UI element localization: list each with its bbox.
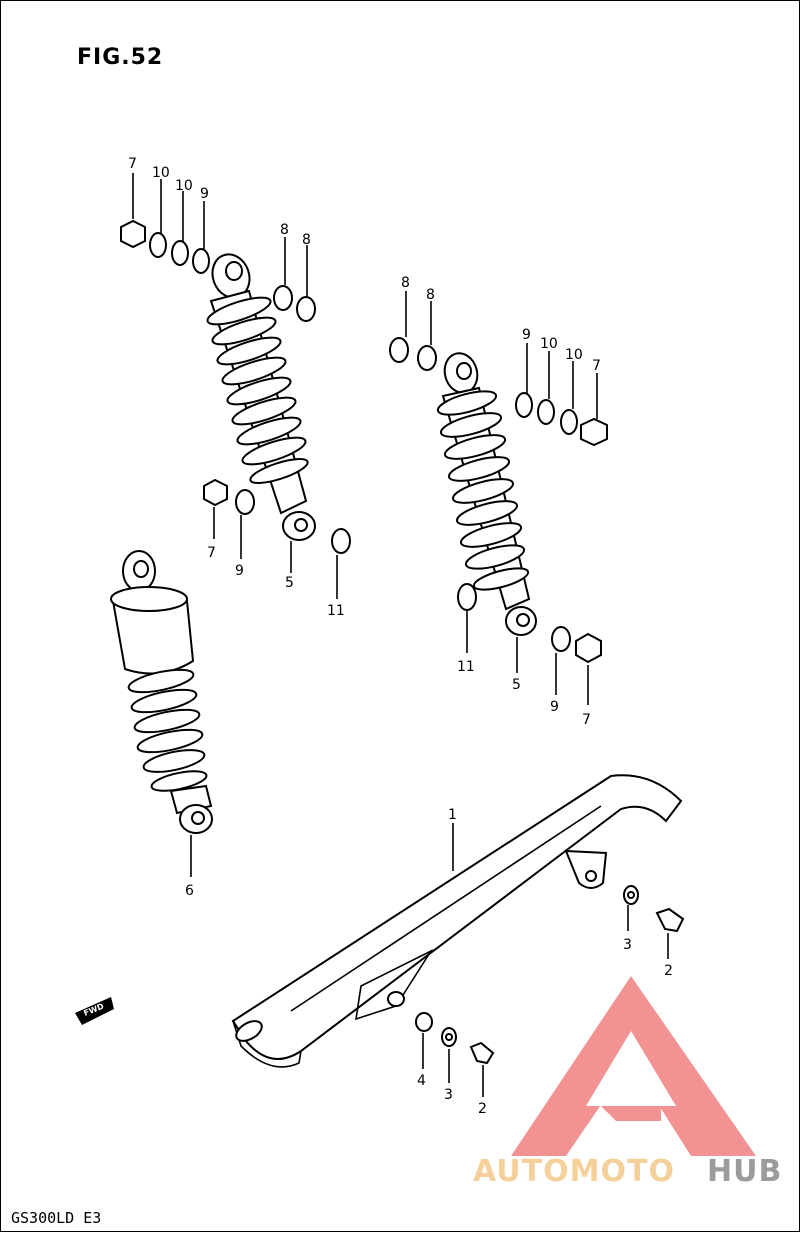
callout-6: 6 bbox=[185, 883, 194, 899]
callout-2: 2 bbox=[664, 963, 673, 979]
callout-9: 9 bbox=[200, 186, 209, 202]
callout-4: 4 bbox=[417, 1073, 426, 1089]
callout-9: 9 bbox=[550, 699, 559, 715]
callout-9: 9 bbox=[235, 563, 244, 579]
callout-8: 8 bbox=[280, 222, 289, 238]
callout-5: 5 bbox=[285, 575, 294, 591]
callout-numbers: 7 10 10 9 8 8 7 9 5 11 8 8 9 10 10 7 11 … bbox=[128, 156, 673, 1117]
shock-absorber-lower-left bbox=[110, 550, 213, 834]
callout-10: 10 bbox=[175, 178, 193, 194]
callout-8: 8 bbox=[426, 287, 435, 303]
callout-7: 7 bbox=[207, 545, 216, 561]
callout-1: 1 bbox=[448, 807, 457, 823]
callout-7: 7 bbox=[582, 712, 591, 728]
callout-10: 10 bbox=[540, 336, 558, 352]
callout-2: 2 bbox=[478, 1101, 487, 1117]
callout-5: 5 bbox=[512, 677, 521, 693]
callout-8: 8 bbox=[401, 275, 410, 291]
watermark-triangle bbox=[511, 976, 756, 1156]
callout-11: 11 bbox=[457, 659, 475, 675]
leader-lines bbox=[132, 173, 669, 1097]
callout-7: 7 bbox=[128, 156, 137, 172]
shock-absorber-right bbox=[436, 352, 537, 636]
watermark-bar bbox=[601, 1106, 661, 1121]
watermark-logo: AUTOMOTO HUB bbox=[473, 976, 782, 1189]
shock-coil-spring bbox=[206, 296, 309, 484]
callout-10: 10 bbox=[565, 347, 583, 363]
watermark-triangle-cut bbox=[586, 1031, 676, 1106]
callout-7: 7 bbox=[592, 358, 601, 374]
shock-absorber-upper-left bbox=[206, 253, 316, 541]
shock-coil-spring bbox=[127, 668, 208, 792]
callout-8: 8 bbox=[302, 232, 311, 248]
watermark-text-hub: HUB bbox=[707, 1154, 782, 1189]
chain-guard bbox=[231, 774, 683, 1068]
fwd-arrow-icon: FWD bbox=[75, 997, 114, 1025]
callout-3: 3 bbox=[623, 937, 632, 953]
watermark-text-automoto: AUTOMOTO bbox=[473, 1154, 675, 1189]
callout-9: 9 bbox=[522, 327, 531, 343]
figure-title: FIG.52 bbox=[77, 45, 164, 70]
model-code: GS300LD E3 bbox=[11, 1209, 102, 1227]
hardware-parts bbox=[120, 219, 685, 1065]
shock-coil-spring bbox=[436, 390, 530, 591]
callout-3: 3 bbox=[444, 1087, 453, 1103]
callout-10: 10 bbox=[152, 165, 170, 181]
callout-11: 11 bbox=[327, 603, 345, 619]
